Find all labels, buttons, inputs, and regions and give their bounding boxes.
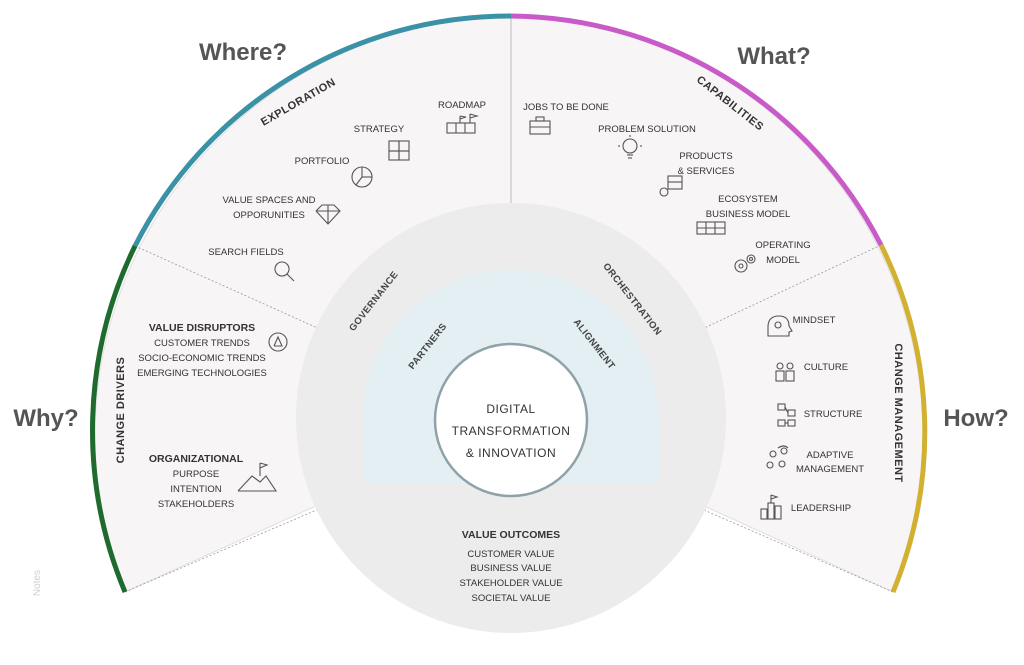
driver-item: PURPOSE [173, 469, 219, 480]
briefcase-icon [529, 116, 551, 135]
what-arc [510, 13, 884, 247]
outcome-item: CUSTOMER VALUE [467, 549, 554, 560]
disruptors-icon [268, 332, 288, 352]
roadmap-icon [446, 113, 480, 134]
divider-line [699, 244, 882, 331]
driver-item: STAKEHOLDERS [158, 499, 234, 510]
mindset-icon [767, 315, 793, 337]
leadership-icon [760, 494, 782, 520]
item-culture: CULTURE [804, 362, 848, 373]
item-mindset: MINDSET [793, 315, 836, 326]
item-portfolio: PORTFOLIO [295, 156, 350, 167]
item-strategy: STRATEGY [354, 124, 405, 135]
item-ecosystem-2: BUSINESS MODEL [706, 209, 790, 220]
outcome-item: BUSINESS VALUE [470, 563, 551, 574]
outcome-item: SOCIETAL VALUE [471, 593, 550, 604]
notes-watermark: Notes [32, 570, 43, 596]
item-search-fields: SEARCH FIELDS [208, 247, 284, 258]
search-icon [274, 261, 295, 282]
item-roadmap: ROADMAP [438, 100, 486, 111]
diamond-icon [315, 204, 341, 225]
why-arc [90, 244, 138, 593]
center-line-1: DIGITAL [486, 402, 535, 416]
item-jobs-to-be-done: JOBS TO BE DONE [523, 102, 609, 113]
question-why: Why? [13, 405, 78, 432]
lightbulb-icon [618, 135, 642, 159]
question-how: How? [943, 405, 1008, 432]
item-leadership: LEADERSHIP [791, 503, 851, 514]
item-value-spaces-2: OPPORUNITIES [233, 210, 305, 221]
question-what: What? [737, 43, 810, 70]
segment-change-management: CHANGE MANAGEMENT [892, 343, 904, 482]
driver-item: INTENTION [170, 484, 221, 495]
products-icon [659, 175, 683, 197]
driver-item: SOCIO-ECONOMIC TRENDS [138, 353, 266, 364]
item-ecosystem: ECOSYSTEM [718, 194, 778, 205]
portfolio-icon [351, 166, 373, 188]
mountain-flag-icon [237, 462, 278, 492]
center-line-2: TRANSFORMATION [452, 424, 571, 438]
question-where: Where? [199, 39, 287, 66]
item-operating-model-2: MODEL [766, 255, 800, 266]
culture-icon [775, 362, 795, 382]
adaptive-icon [766, 445, 789, 469]
item-value-spaces: VALUE SPACES AND [222, 195, 315, 206]
divider-line [124, 457, 439, 593]
item-products-2: & SERVICES [678, 166, 735, 177]
item-products: PRODUCTS [679, 151, 732, 162]
value-outcomes-heading: VALUE OUTCOMES [462, 529, 560, 541]
item-problem-solution: PROBLEM SOLUTION [598, 124, 696, 135]
center-circle [433, 342, 589, 498]
item-adaptive-management-2: MANAGEMENT [796, 464, 864, 475]
how-arc [878, 243, 928, 593]
item-operating-model: OPERATING [755, 240, 810, 251]
gears-icon [734, 254, 756, 273]
organizational-heading: ORGANIZATIONAL [149, 453, 244, 465]
center-line-3: & INNOVATION [466, 446, 556, 460]
item-structure: STRUCTURE [804, 409, 863, 420]
structure-icon [777, 403, 796, 427]
business-model-icon [696, 221, 726, 235]
driver-item: EMERGING TECHNOLOGIES [137, 368, 267, 379]
value-disruptors-heading: VALUE DISRUPTORS [149, 322, 255, 334]
where-arc [132, 13, 512, 248]
strategy-icon [388, 140, 410, 161]
item-adaptive-management: ADAPTIVE [807, 450, 854, 461]
outcome-item: STAKEHOLDER VALUE [459, 578, 562, 589]
segment-change-drivers: CHANGE DRIVERS [115, 357, 127, 464]
driver-item: CUSTOMER TRENDS [154, 338, 250, 349]
